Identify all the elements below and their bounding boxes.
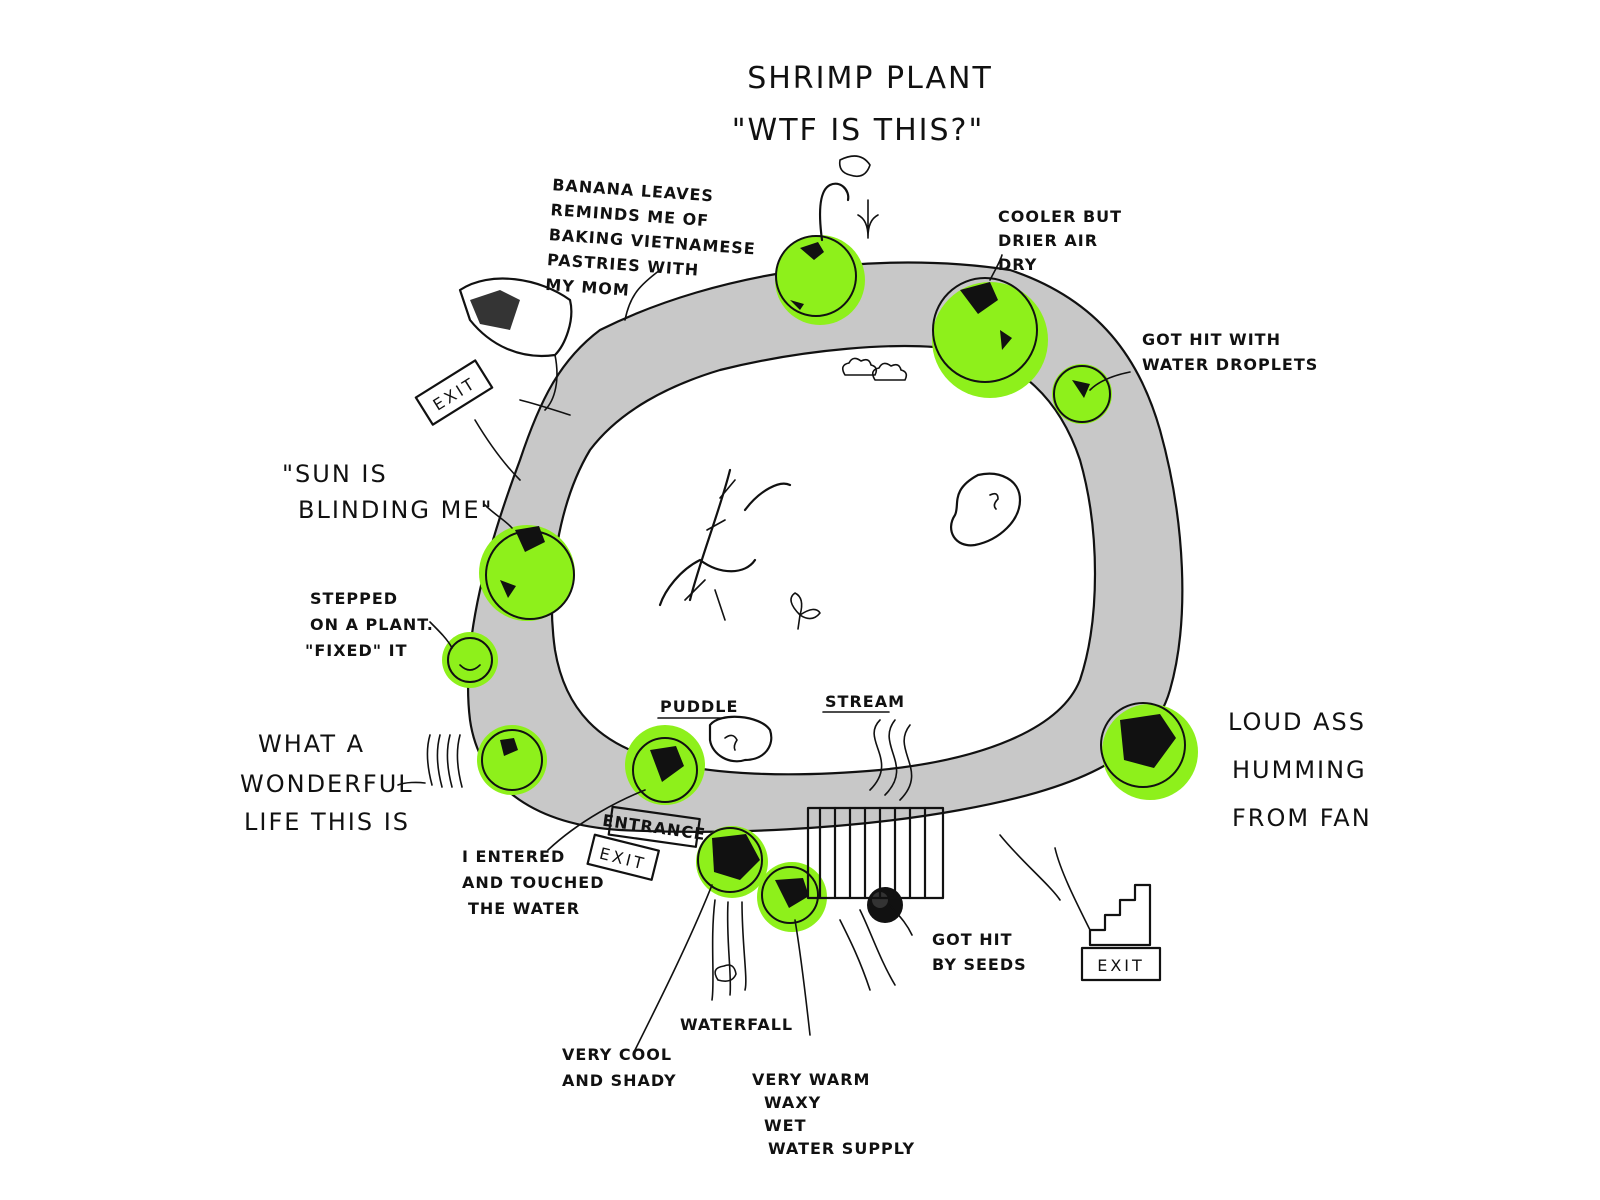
note-text-line: LOUD ASS: [1228, 708, 1366, 736]
note-water-droplets: GOT HIT WITH WATER DROPLETS: [1142, 330, 1318, 374]
banana-leaf-icon: [458, 277, 573, 411]
note-text-line: AND TOUCHED: [462, 873, 604, 892]
shrimp-plant-icon: [819, 155, 879, 242]
note-text-line: DRY: [998, 255, 1037, 274]
note-text-line: THE WATER: [468, 899, 580, 918]
title-line-1: SHRIMP PLANT: [747, 61, 993, 96]
spot-water-droplets: [1052, 364, 1112, 424]
note-text-line: WATERFALL: [680, 1015, 793, 1034]
note-text-line: WET: [764, 1116, 807, 1135]
spot-very-warm: [757, 862, 827, 932]
bush-icon: [841, 357, 908, 381]
note-text-line: COOLER BUT: [998, 207, 1122, 226]
note-text-line: "FIXED" IT: [305, 641, 408, 660]
spot-shrimp-plant: [775, 235, 865, 325]
note-cooler-air: COOLER BUT DRIER AIR DRY: [998, 207, 1122, 274]
sensory-spots: [442, 235, 1198, 932]
exit-sign-left: EXIT: [414, 359, 494, 426]
exit-sign-right: EXIT: [1080, 946, 1162, 982]
note-text-line: GOT HIT: [932, 930, 1012, 949]
stream-label: STREAM: [825, 692, 905, 711]
sprout-icon: [790, 592, 821, 630]
fern-icon: [658, 468, 792, 621]
puddle-cloud-icon: [708, 715, 773, 763]
note-text-line: WHAT A: [258, 730, 365, 758]
exit-sign-right-label: EXIT: [1097, 956, 1145, 975]
note-loud-fan: LOUD ASS HUMMING FROM FAN: [1228, 708, 1372, 832]
spot-seeds: [867, 887, 903, 923]
note-stepped-plant: STEPPED ON A PLANT. "FIXED" IT: [305, 589, 434, 660]
note-entered-water: I ENTERED AND TOUCHED THE WATER: [462, 847, 604, 918]
bridge-icon: [806, 806, 945, 900]
spot-puddle: [625, 725, 705, 805]
note-seeds: GOT HIT BY SEEDS: [932, 930, 1027, 974]
note-text-line: FROM FAN: [1232, 804, 1372, 832]
stream-lines: [869, 719, 913, 801]
note-text-line: WAXY: [764, 1093, 821, 1112]
note-text-line: DRIER AIR: [998, 231, 1098, 250]
note-text-line: VERY WARM: [752, 1070, 870, 1089]
spot-wonderful-life: [477, 725, 547, 795]
spot-fan-humming: [1100, 702, 1198, 800]
leader-lines: [397, 254, 1131, 1051]
note-text-line: WATER SUPPLY: [768, 1139, 915, 1158]
note-cool-shady: VERY COOL AND SHADY: [562, 1045, 677, 1090]
note-text-line: BLINDING ME": [298, 496, 494, 524]
note-text-line: VERY COOL: [562, 1045, 672, 1064]
note-text-line: GOT HIT WITH: [1142, 330, 1281, 349]
title-line-2: "WTF IS THIS?": [732, 113, 985, 148]
note-text-line: WATER DROPLETS: [1142, 355, 1318, 374]
note-text-line: BY SEEDS: [932, 955, 1027, 974]
note-text-line: STEPPED: [310, 589, 398, 608]
waterfall-lines: [711, 899, 896, 1001]
stairs-icon: [1088, 883, 1152, 947]
note-text-line: REMINDS ME OF: [550, 200, 710, 230]
spot-very-cool-shady: [696, 826, 768, 898]
note-text-line: PASTRIES WITH: [546, 250, 699, 280]
note-waterfall: WATERFALL: [680, 1015, 793, 1034]
exit-sign-left-label: EXIT: [430, 373, 480, 414]
note-text-line: ON A PLANT.: [310, 615, 434, 634]
note-text-line: WONDERFUL: [240, 770, 414, 798]
puddle-label: PUDDLE: [660, 697, 738, 716]
note-text-line: HUMMING: [1232, 756, 1367, 784]
spot-stepped-plant: [442, 632, 498, 688]
note-sun-blinding: "SUN IS BLINDING ME": [282, 460, 494, 524]
note-text-line: LIFE THIS IS: [244, 808, 410, 836]
note-text-line: AND SHADY: [562, 1071, 677, 1090]
note-wonderful-life: WHAT A WONDERFUL LIFE THIS IS: [240, 730, 414, 836]
note-very-warm: VERY WARM WAXY WET WATER SUPPLY: [752, 1070, 915, 1158]
wind-lines-icon: [426, 734, 463, 788]
rock-icon: [949, 472, 1022, 547]
spot-sun-blinding: [479, 525, 575, 621]
note-text-line: "SUN IS: [282, 460, 388, 488]
note-text-line: MY MOM: [545, 275, 631, 300]
spot-cooler-air: [932, 277, 1048, 398]
note-text-line: I ENTERED: [462, 847, 565, 866]
walking-path: [466, 261, 1184, 833]
